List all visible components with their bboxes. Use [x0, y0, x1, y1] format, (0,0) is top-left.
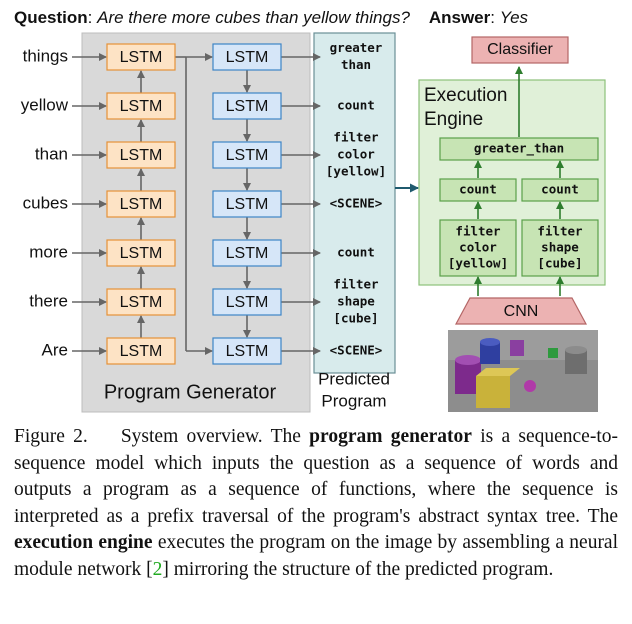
encoder-lstm-label: LSTM — [120, 147, 163, 164]
input-word-more: more — [29, 242, 68, 261]
encoder-lstm-label: LSTM — [120, 343, 163, 360]
scene-image — [448, 330, 598, 412]
caption-text-4: ] mirroring the structure of the predict… — [162, 558, 554, 580]
program-token-yellow: [yellow] — [326, 164, 386, 179]
program-token-color: color — [337, 147, 375, 162]
module-filter-color — [439, 219, 517, 277]
encoder-lstm-cell — [106, 190, 176, 218]
encoder-lstm-cell — [106, 141, 176, 169]
decoder-lstm-label: LSTM — [226, 245, 269, 262]
predicted-program-panel — [313, 32, 396, 374]
decoder-lstm-cell — [212, 239, 282, 267]
encoder-lstm-cell — [106, 337, 176, 365]
program-generator-label: Program Generator — [104, 381, 277, 403]
module-count-left-label: count — [459, 182, 497, 197]
decoder-lstm-cell — [212, 288, 282, 316]
input-word-cubes: cubes — [23, 193, 68, 212]
caption-text-1: System overview. The — [120, 426, 301, 447]
encoder-lstm-label: LSTM — [120, 294, 163, 311]
input-word-things: things — [23, 46, 68, 65]
program-token-scene: <SCENE> — [330, 196, 383, 211]
scene-grey-cylinder-top — [565, 346, 587, 354]
module-filter-color-label: filter — [455, 224, 501, 239]
encoder-lstm-label: LSTM — [120, 49, 163, 66]
program-token-filter: filter — [333, 130, 379, 145]
program-token-greater: greater — [330, 40, 383, 55]
encoder-lstm-label: LSTM — [120, 245, 163, 262]
scene-grey-cylinder — [565, 350, 587, 374]
caption-citation-link[interactable]: 2 — [152, 558, 163, 580]
scene-yellow-cube — [476, 376, 510, 408]
caption-figure-label: Figure 2. — [14, 426, 88, 447]
module-filter-color-label: color — [459, 240, 497, 255]
scene-yellow-cube-top — [476, 368, 520, 376]
classifier-box — [471, 36, 569, 64]
module-filter-shape — [521, 219, 599, 277]
caption-bold-execution-engine: execution engine — [14, 532, 153, 553]
module-count-left — [439, 178, 517, 202]
module-filter-shape-label: shape — [541, 240, 579, 255]
module-count-right — [521, 178, 599, 202]
answer-text: Yes — [499, 8, 529, 27]
module-filter-shape-label: filter — [537, 224, 583, 239]
decoder-lstm-cell — [212, 337, 282, 365]
execution-engine-label-line1: Execution — [424, 85, 507, 106]
program-token-filter: filter — [333, 277, 379, 292]
caption-bold-program-generator: program generator — [309, 426, 472, 447]
program-token-shape: shape — [337, 294, 375, 309]
predicted-program-label-line1: Predicted — [318, 369, 390, 388]
input-word-are: Are — [42, 340, 68, 359]
module-greater-than — [439, 137, 599, 161]
program-token-than: than — [341, 57, 371, 72]
input-word-yellow: yellow — [21, 95, 69, 114]
scene-small-purple-cylinder — [510, 340, 524, 356]
program-token-scene: <SCENE> — [330, 343, 383, 358]
module-filter-color-label: [yellow] — [448, 256, 508, 271]
answer-label: Answer — [428, 8, 491, 27]
decoder-lstm-label: LSTM — [226, 294, 269, 311]
program-token-count: count — [337, 98, 375, 113]
classifier-label: Classifier — [487, 41, 553, 58]
module-count-right-label: count — [541, 182, 579, 197]
execution-engine-label-line2: Engine — [424, 109, 483, 130]
scene-blue-cylinder — [480, 342, 500, 364]
decoder-lstm-label: LSTM — [226, 147, 269, 164]
program-token-cube: [cube] — [333, 311, 378, 326]
decoder-lstm-cell — [212, 43, 282, 71]
decoder-lstm-label: LSTM — [226, 98, 269, 115]
scene-green-cube — [548, 348, 558, 358]
question-label: Question — [14, 8, 88, 27]
decoder-lstm-cell — [212, 141, 282, 169]
encoder-lstm-label: LSTM — [120, 196, 163, 213]
decoder-lstm-label: LSTM — [226, 343, 269, 360]
predicted-program-label-line2: Program — [321, 391, 386, 410]
input-word-than: than — [35, 144, 68, 163]
scene-blue-cylinder-top — [480, 338, 500, 346]
figure-caption: Figure 2. System overview. The program g… — [14, 424, 618, 583]
cnn-label: CNN — [504, 303, 539, 320]
question-text: Are there more cubes than yellow things? — [97, 8, 410, 27]
encoder-lstm-label: LSTM — [120, 98, 163, 115]
module-greater-than-label: greater_than — [474, 141, 564, 157]
encoder-lstm-cell — [106, 288, 176, 316]
caption-text-2: is a sequence-to-sequence model which in… — [14, 426, 618, 527]
program-token-count: count — [337, 245, 375, 260]
caption-text-3: executes the program on the image by ass… — [14, 532, 619, 580]
scene-purple-cylinder-top — [455, 355, 481, 365]
input-word-there: there — [29, 291, 68, 310]
decoder-lstm-cell — [212, 190, 282, 218]
encoder-lstm-cell — [106, 43, 176, 71]
cnn-trapezoid — [454, 297, 588, 325]
decoder-lstm-cell — [212, 92, 282, 120]
encoder-lstm-cell — [106, 239, 176, 267]
scene-magenta-sphere — [524, 380, 536, 392]
decoder-lstm-label: LSTM — [226, 196, 269, 213]
decoder-lstm-label: LSTM — [226, 49, 269, 66]
encoder-lstm-cell — [106, 92, 176, 120]
question-answer-line: Question: Are there more cubes than yell… — [14, 8, 529, 27]
module-filter-shape-label: [cube] — [537, 256, 582, 271]
